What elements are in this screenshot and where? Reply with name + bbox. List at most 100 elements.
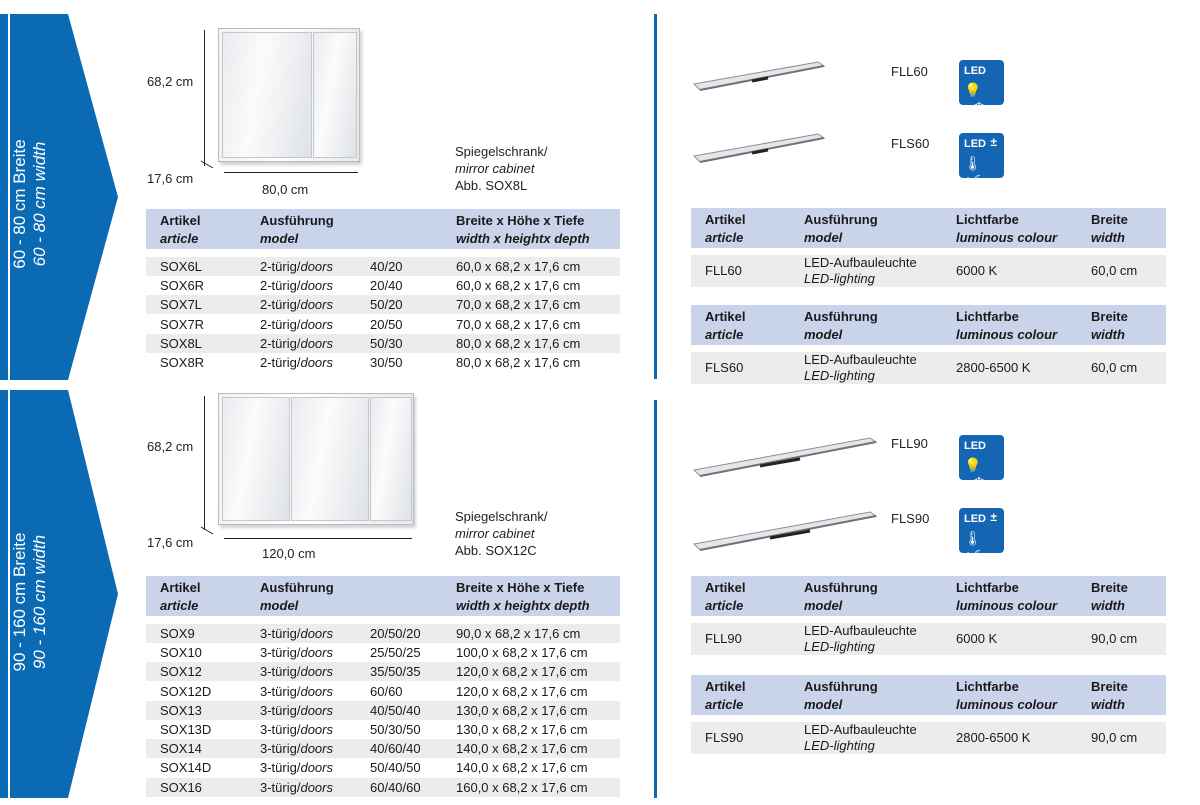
height-dim-line bbox=[204, 396, 205, 530]
cabinet-width: 80,0 cm bbox=[262, 182, 309, 197]
table-row: SOX7R 2-türig/doors 20/50 70,0 x 68,2 x 17,… bbox=[146, 315, 620, 334]
article-id: SOX12D bbox=[160, 683, 212, 699]
light-label-fll90: FLL90 bbox=[891, 436, 928, 451]
table-row: SOX7L 2-türig/doors 50/20 70,0 x 68,2 x 17,… bbox=[146, 295, 620, 315]
dimensions: 70,0 x 68,2 x 17,6 cm bbox=[456, 297, 581, 313]
cabinet-description: Spiegelschrank/ mirror cabinet Abb. SOX8… bbox=[455, 144, 548, 193]
dimensions: 130,0 x 68,2 x 17,6 cm bbox=[456, 702, 588, 718]
led-cold-light-icon: LED💡=❄ bbox=[959, 435, 1004, 490]
article-id: SOX13 bbox=[160, 702, 202, 718]
model: 2-türig/doors bbox=[260, 355, 333, 370]
model: 3-türig/doors bbox=[260, 702, 333, 718]
led-dimmable-light-icon: LED±🌡+☾ bbox=[959, 508, 1004, 563]
model: 2-türig/doors bbox=[260, 316, 333, 332]
door-split: 60/60 bbox=[370, 683, 403, 699]
article-id: SOX8L bbox=[160, 335, 202, 351]
door-split: 20/40 bbox=[370, 278, 403, 294]
light-label-fll60: FLL60 bbox=[891, 64, 928, 79]
cabinet-depth: 17,6 cm bbox=[147, 171, 194, 186]
depth-dim-line bbox=[200, 526, 214, 535]
table-row: SOX14D 3-türig/doors 50/40/50 140,0 x 68,2 … bbox=[146, 758, 620, 777]
door-split: 50/40/50 bbox=[370, 760, 421, 776]
table-row: SOX13 3-türig/doors 40/50/40 130,0 x 68,2 x… bbox=[146, 700, 620, 720]
mirror-cabinet-3-door-image bbox=[218, 393, 414, 525]
cabinet-description: Spiegelschrank/ mirror cabinet Abb. SOX1… bbox=[455, 509, 548, 558]
dimensions: 90,0 x 68,2 x 17,6 cm bbox=[456, 626, 581, 641]
article-id: SOX13D bbox=[160, 722, 212, 737]
column-divider bbox=[654, 400, 657, 798]
door-split: 60/40/60 bbox=[370, 779, 421, 795]
door-split: 50/20 bbox=[370, 297, 403, 313]
width-dim-line bbox=[224, 538, 412, 539]
door-split: 20/50 bbox=[370, 316, 403, 332]
table-row: SOX16 3-türig/doors 60/40/60 160,0 x 68,2 x… bbox=[146, 777, 620, 797]
dimensions: 140,0 x 68,2 x 17,6 cm bbox=[456, 760, 588, 776]
door-split: 25/50/25 bbox=[370, 645, 421, 661]
dimensions: 120,0 x 68,2 x 17,6 cm bbox=[456, 683, 588, 699]
model: 3-türig/doors bbox=[260, 683, 333, 699]
model: 2-türig/doors bbox=[260, 297, 333, 313]
article-id: SOX14D bbox=[160, 760, 212, 776]
cabinet-height: 68,2 cm bbox=[147, 74, 194, 89]
dimensions: 60,0 x 68,2 x 17,6 cm bbox=[456, 259, 581, 274]
width-dim-line bbox=[224, 172, 358, 173]
article-id: SOX16 bbox=[160, 779, 202, 795]
article-id: SOX7R bbox=[160, 316, 205, 332]
article-id: SOX8R bbox=[160, 355, 205, 370]
model: 3-türig/doors bbox=[260, 722, 333, 737]
model: 3-türig/doors bbox=[260, 664, 333, 680]
dimensions: 60,0 x 68,2 x 17,6 cm bbox=[456, 278, 581, 294]
article-id: SOX9 bbox=[160, 626, 195, 641]
light-bar-fls60-image bbox=[692, 133, 826, 163]
dimensions: 140,0 x 68,2 x 17,6 cm bbox=[456, 741, 588, 757]
height-dim-line bbox=[204, 30, 205, 166]
light-label-fls90: FLS90 bbox=[891, 511, 930, 526]
cabinet-depth: 17,6 cm bbox=[147, 535, 194, 550]
dimensions: 80,0 x 68,2 x 17,6 cm bbox=[456, 355, 581, 370]
cabinet-height: 68,2 cm bbox=[147, 439, 194, 454]
dimensions: 120,0 x 68,2 x 17,6 cm bbox=[456, 664, 588, 680]
model: 3-türig/doors bbox=[260, 779, 333, 795]
dimensions: 70,0 x 68,2 x 17,6 cm bbox=[456, 316, 581, 332]
dimensions: 160,0 x 68,2 x 17,6 cm bbox=[456, 779, 588, 795]
light-label-fls60: FLS60 bbox=[891, 136, 930, 151]
door-split: 50/30/50 bbox=[370, 722, 421, 737]
model: 3-türig/doors bbox=[260, 741, 333, 757]
model: 2-türig/doors bbox=[260, 278, 333, 294]
dimensions: 80,0 x 68,2 x 17,6 cm bbox=[456, 335, 581, 351]
cabinet-width: 120,0 cm bbox=[262, 546, 316, 561]
model: 3-türig/doors bbox=[260, 645, 333, 661]
article-id: SOX14 bbox=[160, 741, 202, 757]
door-split: 40/50/40 bbox=[370, 702, 421, 718]
table-row: SOX8R 2-türig/doors 30/50 80,0 x 68,2 x 17,… bbox=[146, 353, 620, 372]
model: 3-türig/doors bbox=[260, 760, 333, 776]
table-row: SOX6R 2-türig/doors 20/40 60,0 x 68,2 x 17,… bbox=[146, 276, 620, 295]
dimensions: 130,0 x 68,2 x 17,6 cm bbox=[456, 722, 588, 737]
table-row: SOX13D 3-türig/doors 50/30/50 130,0 x 68,2 … bbox=[146, 720, 620, 739]
article-id: SOX6L bbox=[160, 259, 202, 274]
door-split: 35/50/35 bbox=[370, 664, 421, 680]
article-id: SOX7L bbox=[160, 297, 202, 313]
light-bar-fll60-image bbox=[692, 61, 826, 91]
depth-dim-line bbox=[200, 160, 214, 169]
door-split: 30/50 bbox=[370, 355, 403, 370]
door-split: 50/30 bbox=[370, 335, 403, 351]
mirror-cabinet-2-door-image bbox=[218, 28, 360, 162]
article-id: SOX6R bbox=[160, 278, 205, 294]
column-divider bbox=[654, 14, 657, 379]
